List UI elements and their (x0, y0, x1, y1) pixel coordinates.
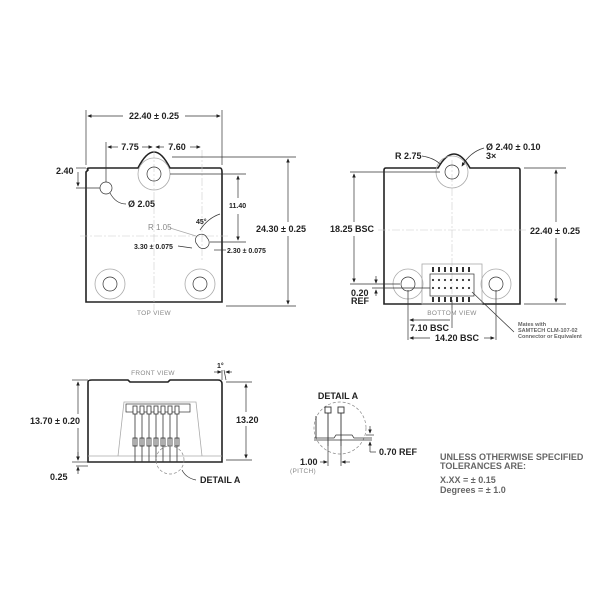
tab-radius: R 2.75 (395, 151, 422, 161)
front-view-label: FRONT VIEW (131, 370, 175, 377)
hole-count: 3× (486, 151, 496, 161)
top-height-dim: 24.30 ± 0.25 (256, 224, 306, 234)
ref-dim: 0.70 REF (379, 447, 418, 457)
slot-height-dim: 11.40 (229, 203, 246, 210)
detail-a-title: DETAIL A (318, 391, 359, 401)
mates-note-3: Connector or Equivalent (518, 334, 582, 340)
mates-note-2: SAMTECH CLM-107-02 (518, 328, 578, 334)
front-view: FRONT VIEW DETAIL A 1° 13.70 ± 0.2 (30, 362, 259, 485)
front-height-dim: 13.70 ± 0.20 (30, 416, 80, 426)
inner-height-dim: 13.20 (236, 415, 259, 425)
slot-radius: R 1.05 (148, 223, 172, 232)
pitch-dim: 1.00 (300, 457, 318, 467)
tolerance-line-3: X.XX = ± 0.15 (440, 475, 496, 485)
right-offset-dim: 7.60 (168, 142, 186, 152)
bsc-height-dim: 18.25 BSC (330, 224, 375, 234)
ref-label: REF (351, 296, 370, 306)
top-view: 22.40 ± 0.25 7.75 7.60 2.40 Ø 2.05 11.40… (56, 110, 306, 317)
tolerance-line-1: UNLESS OTHERWISE SPECIFIED (440, 452, 584, 462)
spacing-dim: 14.20 BSC (435, 333, 480, 343)
detail-a-callout: DETAIL A (200, 475, 241, 485)
hole-dia: Ø 2.40 ± 0.10 (486, 142, 540, 152)
tolerance-notes: UNLESS OTHERWISE SPECIFIED TOLERANCES AR… (440, 452, 584, 495)
tolerance-line-4: Degrees = ± 1.0 (440, 485, 506, 495)
angle-dim: 45° (196, 218, 207, 226)
small-hole-dia: Ø 2.05 (128, 199, 155, 209)
top-width-dim: 22.40 ± 0.25 (129, 111, 179, 121)
top-offset-dim: 2.40 (56, 166, 74, 176)
slot-width-dim: 2.30 ± 0.075 (227, 248, 266, 255)
ref-offset: 0.20 (351, 288, 369, 298)
connector (421, 263, 483, 305)
bottom-view: R 2.75 Ø 2.40 ± 0.10 3× 18.25 BSC 0.20 R… (330, 142, 582, 343)
detail-a: DETAIL A 0.70 REF 1.00 (PITCH) (290, 391, 418, 475)
bottom-view-label: BOTTOM VIEW (427, 310, 477, 317)
top-view-label: TOP VIEW (137, 310, 172, 317)
pitch-label: (PITCH) (290, 468, 316, 475)
half-spacing-dim: 7.10 BSC (410, 323, 450, 333)
bottom-height-dim: 22.40 ± 0.25 (530, 226, 580, 236)
tolerance-line-2: TOLERANCES ARE: (440, 461, 526, 471)
slot-length-dim: 3.30 ± 0.075 (134, 244, 173, 251)
left-offset-dim: 7.75 (121, 142, 139, 152)
draft-angle: 1° (217, 362, 224, 370)
mates-note-1: Mates with (518, 322, 547, 328)
base-dim: 0.25 (50, 472, 68, 482)
